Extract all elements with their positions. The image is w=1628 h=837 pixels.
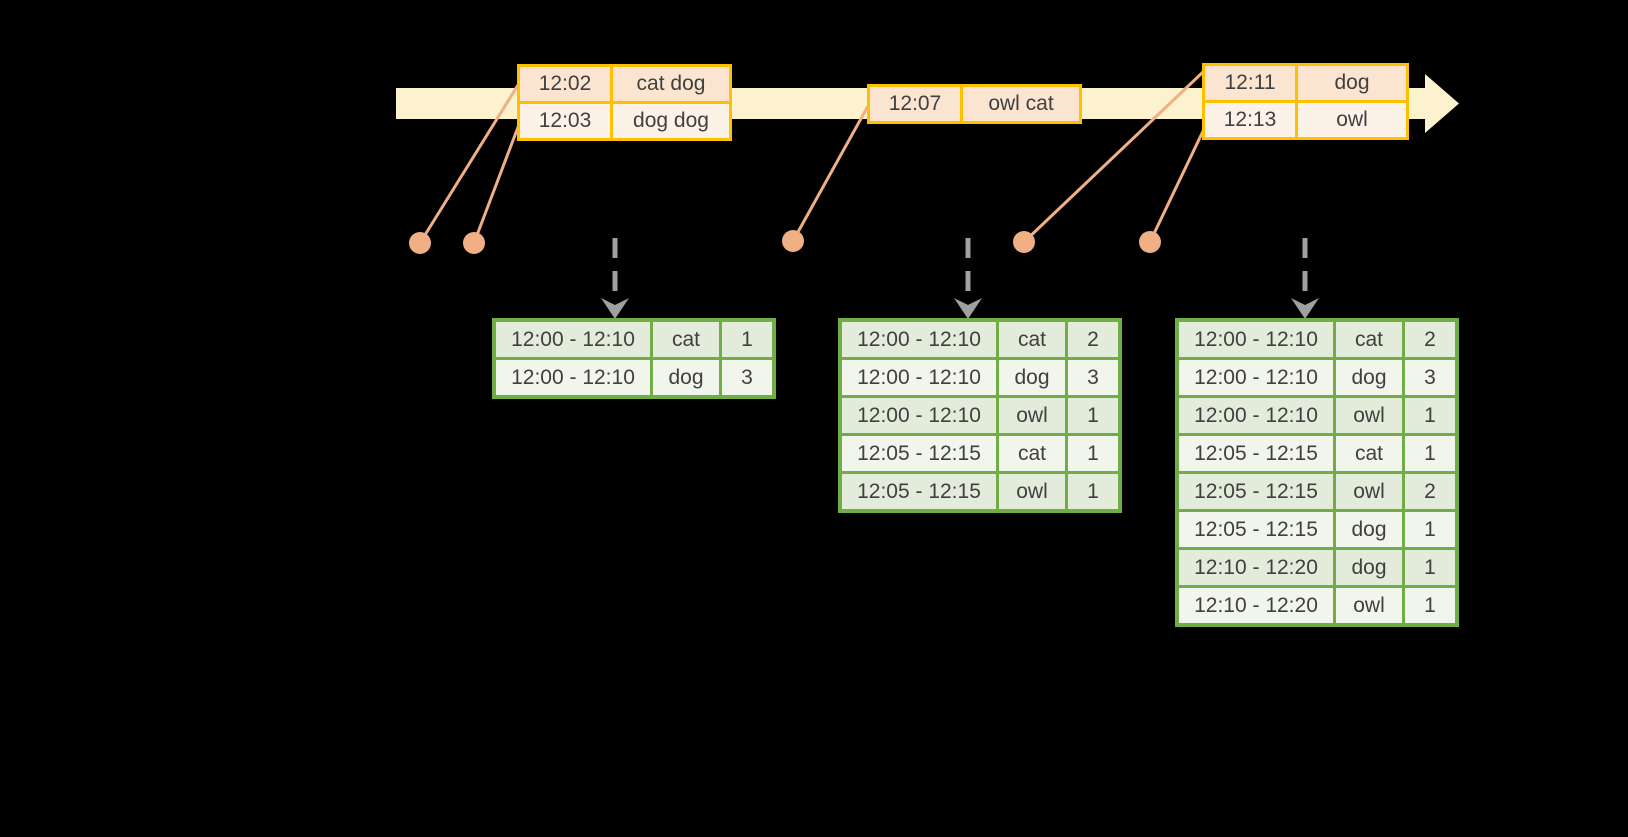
event-connector-line	[1148, 126, 1207, 243]
count-cell: 1	[1065, 433, 1122, 474]
count-cell: 3	[719, 357, 776, 399]
event-time-cell: 12:11	[1202, 63, 1298, 103]
word-cell: dog	[650, 357, 722, 399]
down-arrow-icon	[954, 298, 982, 319]
event-time-cell: 12:03	[517, 101, 613, 141]
window-cell: 12:00 - 12:10	[838, 395, 999, 436]
count-cell: 3	[1065, 357, 1122, 398]
event-dot-icon	[409, 232, 431, 254]
word-cell: cat	[650, 318, 722, 360]
event-connector-line	[418, 84, 520, 244]
count-cell: 2	[1402, 318, 1459, 360]
window-cell: 12:00 - 12:10	[492, 318, 653, 360]
word-cell: cat	[1333, 433, 1405, 474]
event-words-cell: cat dog	[610, 64, 732, 104]
count-cell: 1	[1065, 395, 1122, 436]
event-connector-line	[472, 121, 522, 244]
window-cell: 12:00 - 12:10	[492, 357, 653, 399]
event-time-cell: 12:13	[1202, 100, 1298, 140]
window-cell: 12:05 - 12:15	[838, 433, 999, 474]
window-cell: 12:00 - 12:10	[1175, 395, 1336, 436]
word-cell: dog	[1333, 547, 1405, 588]
event-time-cell: 12:07	[867, 84, 963, 124]
count-cell: 1	[719, 318, 776, 360]
count-cell: 1	[1065, 471, 1122, 513]
count-cell: 2	[1065, 318, 1122, 360]
window-cell: 12:10 - 12:20	[1175, 547, 1336, 588]
count-cell: 1	[1402, 547, 1459, 588]
event-dot-icon	[782, 230, 804, 252]
event-words-cell: dog dog	[610, 101, 732, 141]
count-cell: 3	[1402, 357, 1459, 398]
event-words-cell: owl cat	[960, 84, 1082, 124]
word-cell: owl	[1333, 585, 1405, 627]
event-time-cell: 12:02	[517, 64, 613, 104]
word-cell: dog	[1333, 509, 1405, 550]
count-cell: 1	[1402, 585, 1459, 627]
event-dot-icon	[1013, 231, 1035, 253]
count-cell: 1	[1402, 433, 1459, 474]
word-cell: cat	[996, 433, 1068, 474]
word-cell: dog	[1333, 357, 1405, 398]
event-words-cell: owl	[1295, 100, 1409, 140]
window-cell: 12:05 - 12:15	[1175, 471, 1336, 512]
count-cell: 1	[1402, 395, 1459, 436]
event-connector-line	[1022, 70, 1205, 244]
window-cell: 12:05 - 12:15	[838, 471, 999, 513]
down-arrow-icon	[1291, 298, 1319, 319]
word-cell: owl	[1333, 395, 1405, 436]
word-cell: owl	[996, 471, 1068, 513]
window-cell: 12:00 - 12:10	[838, 318, 999, 360]
count-cell: 1	[1402, 509, 1459, 550]
window-cell: 12:05 - 12:15	[1175, 433, 1336, 474]
event-dot-icon	[463, 232, 485, 254]
timeline-arrow-icon	[1425, 74, 1459, 133]
word-cell: dog	[996, 357, 1068, 398]
word-cell: owl	[1333, 471, 1405, 512]
count-cell: 2	[1402, 471, 1459, 512]
window-cell: 12:10 - 12:20	[1175, 585, 1336, 627]
event-words-cell: dog	[1295, 63, 1409, 103]
event-dot-icon	[1139, 231, 1161, 253]
word-cell: cat	[1333, 318, 1405, 360]
window-cell: 12:00 - 12:10	[1175, 318, 1336, 360]
window-cell: 12:05 - 12:15	[1175, 509, 1336, 550]
window-cell: 12:00 - 12:10	[838, 357, 999, 398]
window-cell: 12:00 - 12:10	[1175, 357, 1336, 398]
word-cell: cat	[996, 318, 1068, 360]
event-connector-line	[791, 105, 870, 242]
word-cell: owl	[996, 395, 1068, 436]
down-arrow-icon	[601, 298, 629, 319]
